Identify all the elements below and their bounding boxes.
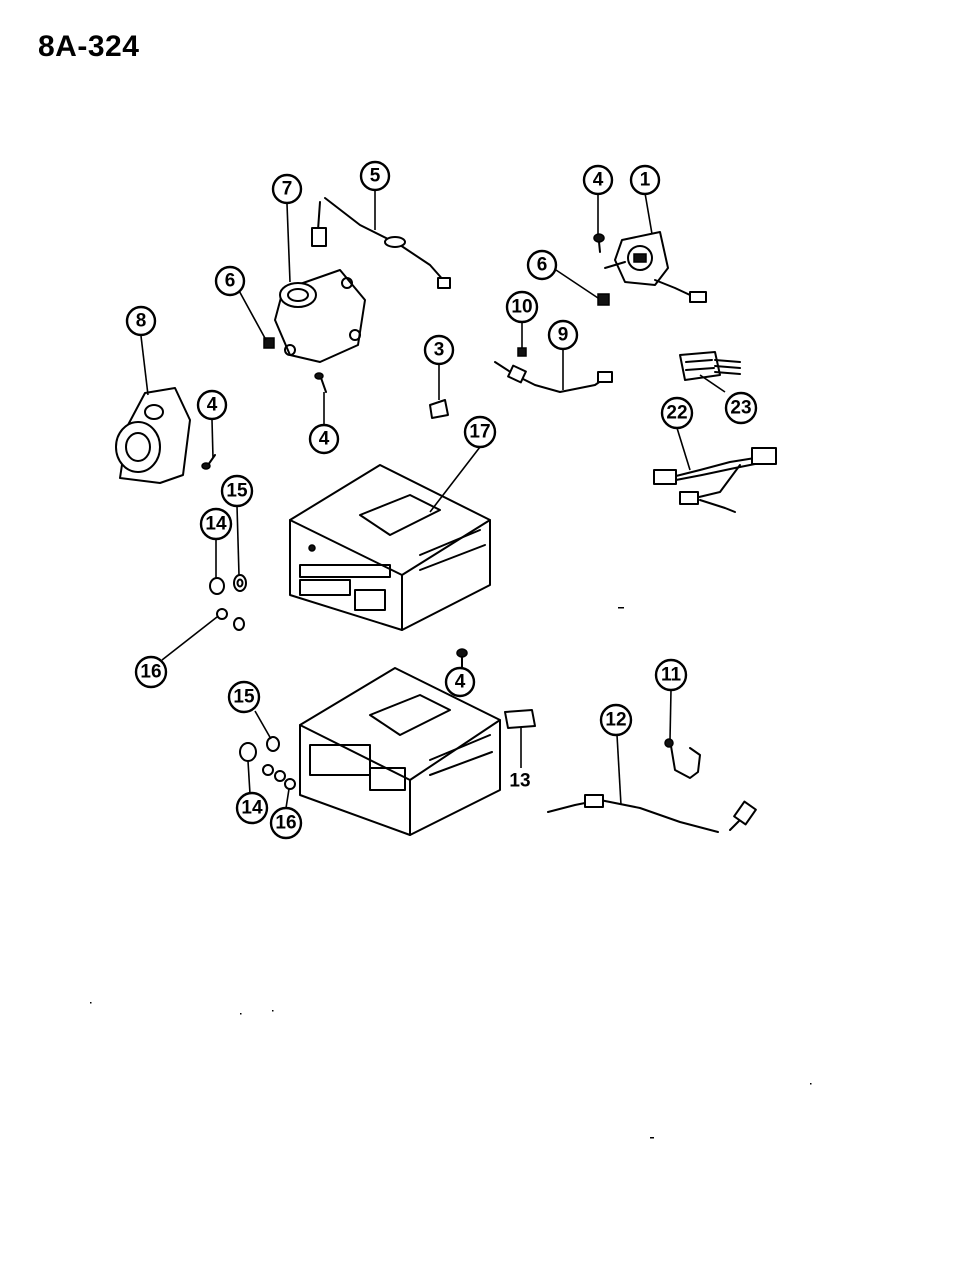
callout-22: 22 bbox=[660, 396, 694, 430]
callout-16-upper: 16 bbox=[134, 655, 168, 689]
callout-6-right: 6 bbox=[526, 249, 558, 281]
svg-text:15: 15 bbox=[233, 687, 255, 708]
callout-4-left: 4 bbox=[196, 389, 228, 421]
clip-nut-6-right bbox=[597, 293, 610, 306]
bracket-13 bbox=[504, 709, 536, 729]
callout-5: 5 bbox=[359, 160, 391, 192]
svg-text:6: 6 bbox=[537, 255, 548, 276]
svg-text:10: 10 bbox=[511, 297, 532, 318]
ring-15-upper bbox=[233, 574, 247, 592]
antenna-lead-9 bbox=[494, 361, 613, 393]
callout-9: 9 bbox=[547, 319, 579, 351]
speaker-wire-5 bbox=[311, 197, 451, 289]
svg-text:23: 23 bbox=[730, 398, 751, 419]
svg-text:4: 4 bbox=[455, 672, 466, 693]
svg-text:5: 5 bbox=[370, 166, 381, 187]
antenna-cable-12 bbox=[547, 794, 757, 833]
speaker-8 bbox=[115, 387, 191, 484]
radio-receiver-17 bbox=[289, 464, 491, 631]
svg-text:16: 16 bbox=[275, 813, 296, 834]
callout-16-lower: 16 bbox=[269, 806, 303, 840]
callout-7: 7 bbox=[271, 173, 303, 205]
knob-14-upper bbox=[209, 577, 225, 595]
ground-strap-11 bbox=[664, 738, 701, 779]
speaker-1 bbox=[604, 231, 707, 303]
callout-10: 10 bbox=[505, 290, 539, 324]
wire-harness-22 bbox=[653, 447, 777, 513]
svg-text:22: 22 bbox=[666, 403, 687, 424]
callout-8: 8 bbox=[125, 305, 157, 337]
shaft-16-lower bbox=[262, 764, 296, 790]
svg-text:4: 4 bbox=[593, 170, 604, 191]
scan-specks bbox=[90, 607, 812, 1139]
callout-4-center: 4 bbox=[308, 423, 340, 455]
clip-10 bbox=[517, 347, 527, 357]
callout-23: 23 bbox=[724, 391, 758, 425]
callout-14-upper: 14 bbox=[199, 507, 233, 541]
screw-4-lower bbox=[456, 648, 468, 669]
svg-text:12: 12 bbox=[605, 710, 626, 731]
svg-text:4: 4 bbox=[207, 395, 218, 416]
connector-23 bbox=[679, 351, 741, 381]
speaker-7 bbox=[274, 269, 366, 363]
knob-14-lower bbox=[239, 742, 257, 762]
screw-4-left bbox=[201, 454, 216, 470]
radio-receiver-lower bbox=[299, 667, 501, 836]
svg-text:9: 9 bbox=[558, 325, 569, 346]
bracket-3 bbox=[429, 399, 449, 419]
svg-text:15: 15 bbox=[226, 481, 248, 502]
svg-text:11: 11 bbox=[661, 665, 682, 686]
svg-text:8: 8 bbox=[136, 311, 147, 332]
svg-text:3: 3 bbox=[434, 340, 445, 361]
svg-text:14: 14 bbox=[205, 514, 227, 535]
callout-12: 12 bbox=[599, 703, 633, 737]
screw-4-upper-right bbox=[593, 233, 605, 253]
svg-text:6: 6 bbox=[225, 271, 236, 292]
callout-6-left: 6 bbox=[214, 265, 246, 297]
leader-lines bbox=[140, 191, 726, 809]
svg-text:16: 16 bbox=[140, 662, 161, 683]
callout-3: 3 bbox=[423, 334, 455, 366]
callout-17: 17 bbox=[463, 415, 497, 449]
callout-11: 11 bbox=[654, 658, 688, 692]
callout-13: 13 bbox=[509, 771, 530, 792]
clip-nut-6-left bbox=[263, 337, 275, 349]
svg-text:4: 4 bbox=[319, 429, 330, 450]
page-title: 8A-324 bbox=[38, 30, 140, 63]
ring-15-lower bbox=[266, 736, 280, 752]
svg-text:13: 13 bbox=[509, 771, 530, 792]
callout-14-lower: 14 bbox=[235, 791, 269, 825]
callout-15-upper: 15 bbox=[220, 474, 254, 508]
svg-text:14: 14 bbox=[241, 798, 263, 819]
callout-1: 1 bbox=[629, 164, 661, 196]
callout-4-lower: 4 bbox=[444, 666, 476, 698]
callout-15-lower: 15 bbox=[227, 680, 261, 714]
screw-4-center bbox=[314, 372, 327, 393]
shaft-16-upper bbox=[216, 608, 245, 631]
svg-text:7: 7 bbox=[282, 179, 293, 200]
svg-text:17: 17 bbox=[469, 422, 490, 443]
svg-text:1: 1 bbox=[640, 170, 651, 191]
callout-4-top-right: 4 bbox=[582, 164, 614, 196]
